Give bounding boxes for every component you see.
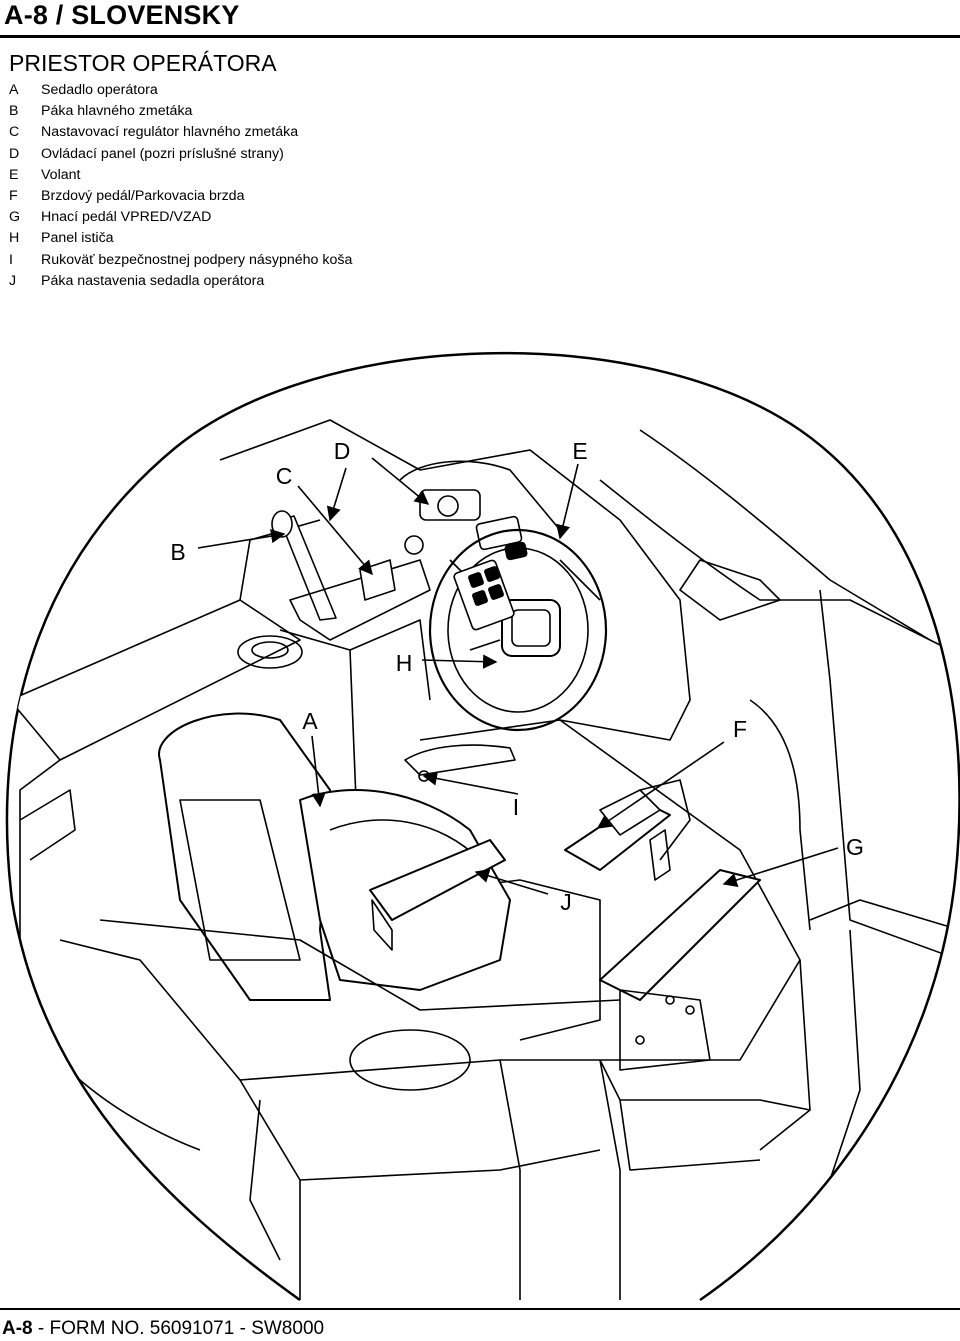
leader-line-h <box>421 654 498 669</box>
legend-key: A <box>9 82 19 98</box>
leader-line-e <box>556 463 579 540</box>
legend-key: J <box>9 272 17 289</box>
legend-text: Hnací pedál VPRED/VZAD <box>41 209 212 226</box>
leader-line-c <box>297 485 373 576</box>
footer-rule <box>0 1308 960 1310</box>
legend-key: D <box>9 145 20 162</box>
callout-d: D <box>334 438 351 464</box>
operator-compartment-illustration: C D E B H A F I G J <box>5 351 960 1302</box>
legend-item: I Rukoväť bezpečnostnej podpery násypného… <box>9 250 352 271</box>
callout-b: B <box>170 539 185 565</box>
legend-text: Nastavovací regulátor hlavného zmetáka <box>41 124 299 141</box>
leader-line-f <box>596 741 725 829</box>
legend-key: B <box>9 103 19 120</box>
legend-text: Sedadlo operátora <box>41 82 158 98</box>
leader-line-b <box>197 528 286 549</box>
legend-text: Páka nastavenia sedadla operátora <box>41 272 265 289</box>
callout-h: H <box>396 650 413 676</box>
callout-e: E <box>572 438 587 464</box>
legend-text: Volant <box>41 166 81 183</box>
leader-line-j <box>474 868 549 895</box>
page-header-title: A-8 / SLOVENSKY <box>4 0 240 30</box>
page-footer: A-8 - FORM NO. 56091071 - SW8000 <box>2 1318 324 1340</box>
header-rule <box>0 35 960 38</box>
legend-text: Páka hlavného zmetáka <box>41 103 193 120</box>
leader-line-g <box>722 847 839 887</box>
legend-text: Brzdový pedál/Parkovacia brzda <box>41 188 245 205</box>
legend-text: Ovládací panel (pozri príslušné strany) <box>41 145 284 162</box>
leader-line-i <box>422 771 519 795</box>
legend-item: D Ovládací panel (pozri príslušné strany) <box>9 144 352 165</box>
callout-g: G <box>846 834 864 860</box>
legend-key: G <box>9 209 21 226</box>
legend-item: B Páka hlavného zmetáka <box>9 101 352 122</box>
leader-line-d <box>326 467 347 522</box>
legend-item: F Brzdový pedál/Parkovacia brzda <box>9 186 352 207</box>
legend-item: G Hnací pedál VPRED/VZAD <box>9 207 352 228</box>
callout-j: J <box>560 889 572 915</box>
leader-line-d2 <box>371 457 430 505</box>
legend-key: F <box>9 188 18 205</box>
legend-list: A Sedadlo operátora B Páka hlavného zmeták… <box>9 80 352 292</box>
legend-key: C <box>9 124 20 141</box>
leader-line-a <box>311 735 326 808</box>
callout-f: F <box>733 716 747 742</box>
legend-text: Panel ističa <box>41 230 114 247</box>
callout-i: I <box>513 794 519 820</box>
legend-item: H Panel ističa <box>9 228 352 249</box>
legend-key: I <box>9 251 13 268</box>
legend-item: J Páka nastavenia sedadla operátora <box>9 271 352 292</box>
legend-text: Rukoväť bezpečnostnej podpery násypného … <box>41 251 353 268</box>
callout-a: A <box>302 708 318 734</box>
callout-c: C <box>276 463 293 489</box>
footer-form-number: - FORM NO. 56091071 - SW8000 <box>32 1318 325 1339</box>
legend-item: C Nastavovací regulátor hlavného zmetáka <box>9 122 352 143</box>
section-title: PRIESTOR OPERÁTORA <box>9 50 277 76</box>
legend-item: E Volant <box>9 165 352 186</box>
legend-item: A Sedadlo operátora <box>9 80 352 101</box>
legend-key: E <box>9 166 19 183</box>
footer-page-number: A-8 <box>2 1318 33 1339</box>
vignette-outline <box>5 351 960 1302</box>
legend-key: H <box>9 230 20 247</box>
